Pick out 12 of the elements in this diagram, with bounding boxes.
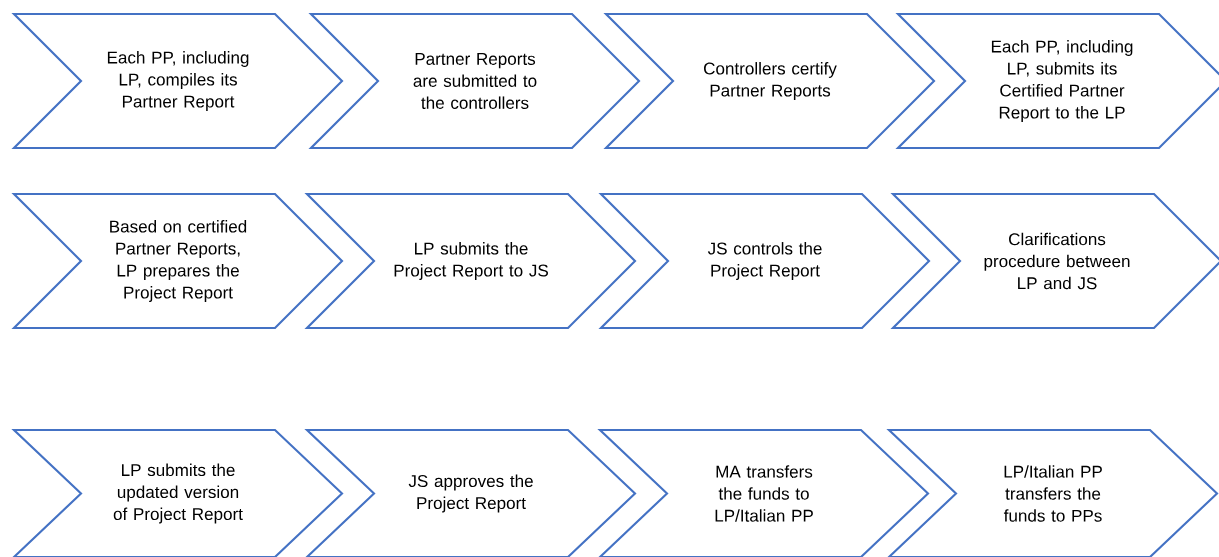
process-step: JS controls the Project Report (598, 192, 931, 330)
process-step: Controllers certify Partner Reports (603, 12, 936, 150)
process-step: Clarifications procedure between LP and JS (890, 192, 1219, 330)
process-step: JS approves the Project Report (304, 428, 637, 557)
process-step: LP submits the updated version of Project Report (11, 428, 344, 557)
process-step: Each PP, including LP, compiles its Partner Report (11, 12, 344, 150)
process-step: MA transfers the funds to LP/Italian PP (597, 428, 930, 557)
process-step: Each PP, including LP, submits its Certified Partner Report to the LP (895, 12, 1219, 150)
process-step: Based on certified Partner Reports, LP prepares the Project Report (11, 192, 344, 330)
process-step: Partner Reports are submitted to the controllers (308, 12, 641, 150)
process-step: LP submits the Project Report to JS (304, 192, 637, 330)
process-step: LP/Italian PP transfers the funds to PPs (886, 428, 1219, 557)
